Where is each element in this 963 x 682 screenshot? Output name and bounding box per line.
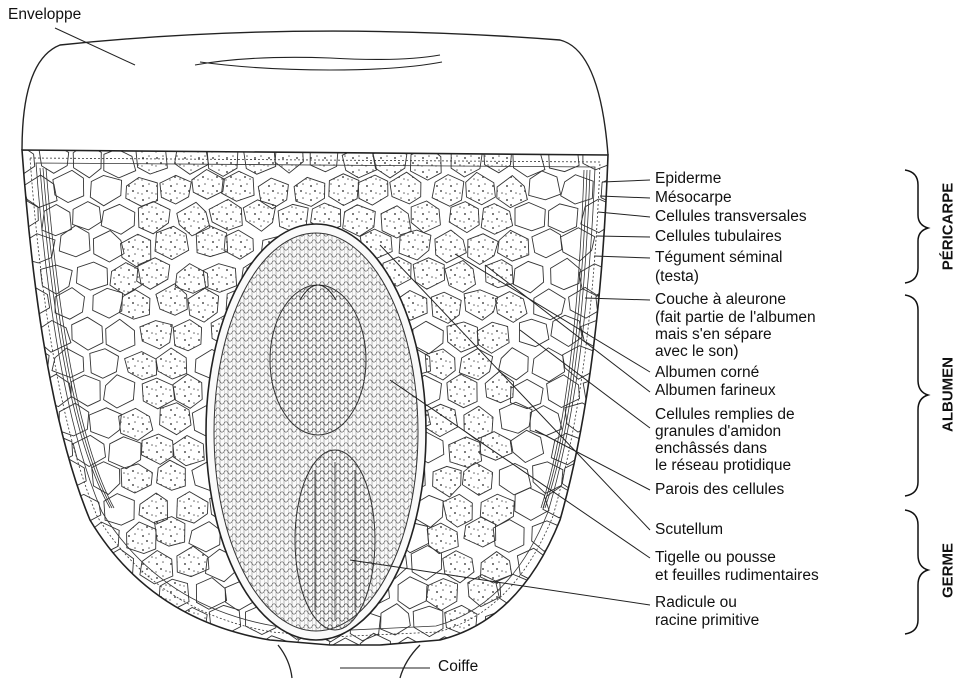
label-aleurone-1: Couche à aleurone [655, 291, 786, 309]
label-aleurone-4: avec le son) [655, 343, 739, 361]
label-parois: Parois des cellules [655, 481, 784, 499]
label-epiderme: Epiderme [655, 170, 721, 188]
label-cellules-remplies-4: le réseau protidique [655, 457, 791, 475]
germ-inner [270, 285, 366, 435]
label-cellules-remplies-3: enchâssés dans [655, 440, 767, 458]
label-cellules-transversales: Cellules transversales [655, 208, 807, 226]
label-aleurone-2: (fait partie de l'albumen [655, 309, 816, 327]
label-tegument-2: (testa) [655, 268, 699, 286]
label-aleurone-3: mais s'en sépare [655, 326, 772, 344]
brace-albumen [905, 295, 928, 496]
label-tigelle-2: et feuilles rudimentaires [655, 567, 819, 585]
brace-germe [905, 510, 928, 634]
envelope-fold [195, 55, 442, 70]
label-albumen-farineux: Albumen farineux [655, 382, 776, 400]
label-scutellum: Scutellum [655, 521, 723, 539]
envelope-outline [22, 31, 608, 155]
label-coiffe: Coiffe [438, 658, 478, 676]
label-radicule-1: Radicule ou [655, 594, 737, 612]
group-pericarpe: PÉRICARPE [940, 172, 957, 282]
brace-pericarpe [905, 170, 928, 283]
label-radicule-2: racine primitive [655, 612, 759, 630]
label-enveloppe: Enveloppe [8, 6, 81, 24]
label-cellules-remplies-1: Cellules remplies de [655, 406, 795, 424]
label-cellules-remplies-2: granules d'amidon [655, 423, 781, 441]
group-albumen: ALBUMEN [940, 340, 957, 450]
label-albumen-corne: Albumen corné [655, 364, 759, 382]
label-tigelle-1: Tigelle ou pousse [655, 549, 776, 567]
label-cellules-tubulaires: Cellules tubulaires [655, 228, 782, 246]
coiffe-shape [278, 645, 420, 678]
group-germe: GERME [940, 516, 957, 626]
label-tegument-1: Tégument séminal [655, 249, 783, 267]
label-mesocarpe: Mésocarpe [655, 189, 732, 207]
